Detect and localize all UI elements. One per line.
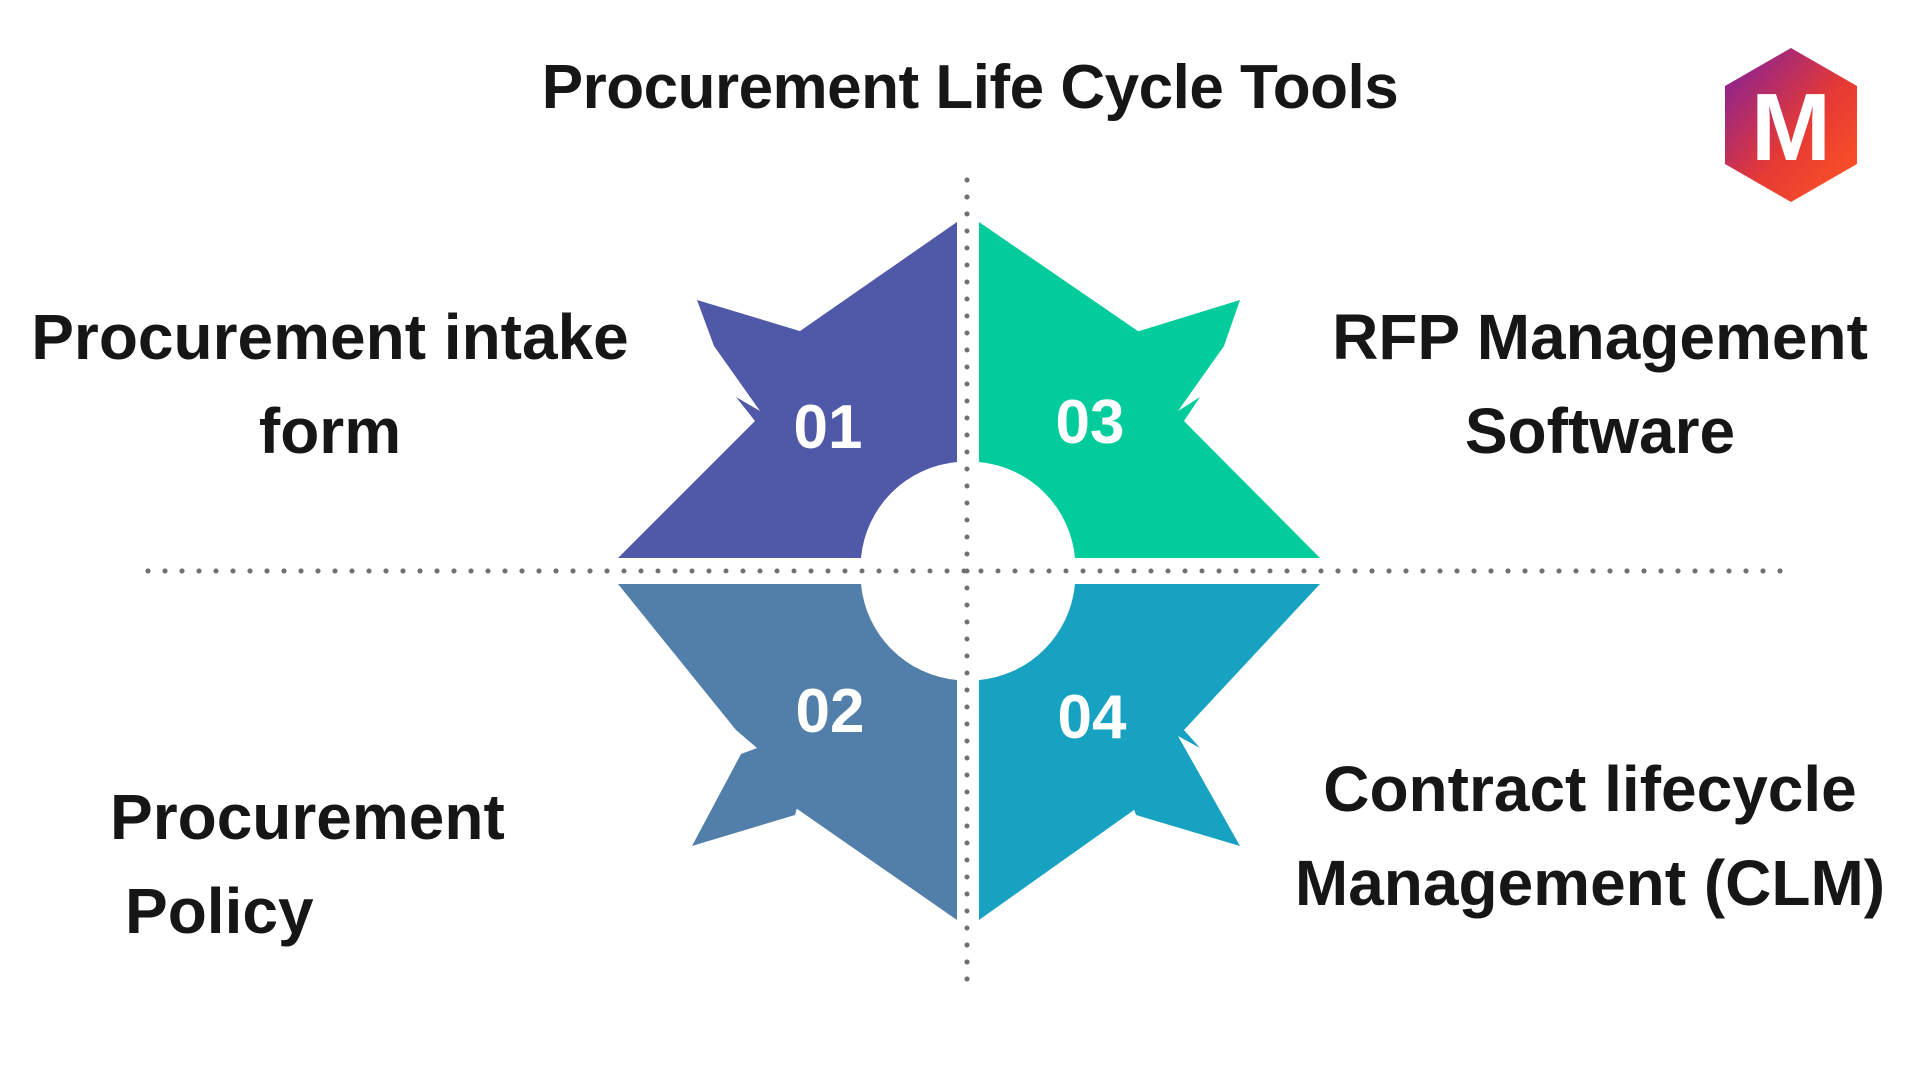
arrow-shape-02 [618,584,957,920]
logo-letter: M [1751,74,1831,181]
step-label-01-line-1: Procurement intake [31,301,629,373]
step-label-02-line-2: Policy [125,875,314,947]
step-number-03: 03 [1056,388,1125,457]
step-label-03: RFP Management Software [1300,290,1900,478]
step-label-03-line-1: RFP Management [1332,301,1868,373]
arrow-shape-01 [618,222,957,558]
arrow-shape-03 [979,222,1320,558]
arrow-shape-04 [979,584,1320,920]
step-label-04-line-1: Contract lifecycle [1323,753,1857,825]
step-label-03-line-2: Software [1464,395,1736,467]
step-label-04: Contract lifecycle Management (CLM) [1280,742,1900,930]
step-label-02: Procurement Policy [100,770,520,958]
logo-hexagon-icon [1725,48,1857,202]
step-label-01-line-2: form [258,395,402,467]
step-number-04: 04 [1058,683,1127,752]
page-title: Procurement Life Cycle Tools [541,53,1399,122]
step-number-01: 01 [794,393,863,462]
step-number-02: 02 [796,677,865,746]
step-label-02-line-1: Procurement [110,781,505,853]
brand-logo: M [1725,48,1857,202]
step-label-04-line-2: Management (CLM) [1294,847,1886,919]
step-label-01: Procurement intake form [30,290,630,478]
